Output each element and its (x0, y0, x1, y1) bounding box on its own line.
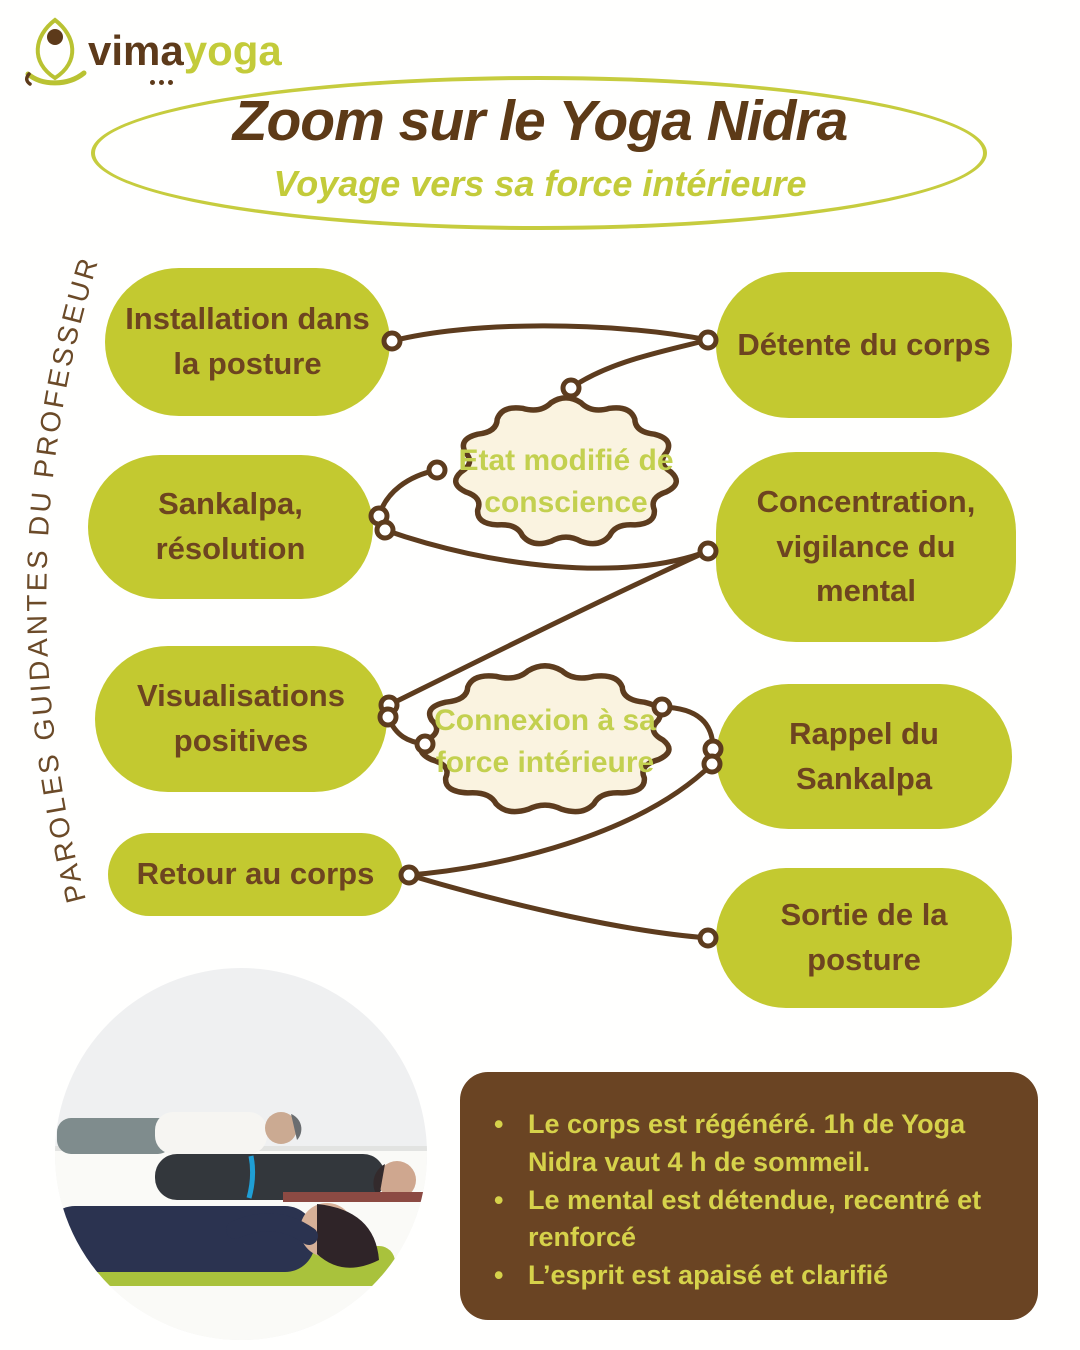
cloud-etat-label: Etat modifié de conscience (458, 444, 674, 519)
header-ellipse (91, 76, 987, 230)
connector-dot (368, 505, 390, 527)
connector-line (376, 467, 440, 519)
page-subtitle: Voyage vers sa force intérieure (273, 163, 807, 204)
node-sankalpa-resolution: Sankalpa, résolution (88, 455, 373, 599)
connector-line (389, 323, 711, 344)
logo-dots-decoration (150, 80, 155, 85)
node-label: Concentration, vigilance du mental (756, 483, 976, 609)
side-label: PAROLES GUIDANTES DU PROFESSEUR (21, 252, 101, 906)
brand-left: vima (88, 27, 184, 74)
node-label: Détente du corps (737, 326, 991, 362)
node-sortie-de-la-posture: Sortie de la posture (716, 868, 1012, 1008)
connector-dot (398, 864, 420, 886)
svg-text:PAROLES GUIDANTES DU PROFESSEU: PAROLES GUIDANTES DU PROFESSEUR (21, 252, 104, 906)
brand-name: vimayoga (88, 30, 282, 72)
connector-lines (376, 323, 716, 941)
node-visualisations-positives: Visualisations positives (95, 646, 387, 792)
bullet-icon: • (494, 1184, 504, 1215)
connector-dot (426, 459, 448, 481)
benefit-text: Le corps est régénéré. 1h de Yoga Nidra … (528, 1109, 966, 1177)
node-retour-au-corps: Retour au corps (108, 833, 403, 916)
connector-dot (560, 377, 582, 399)
connector-dot (697, 927, 719, 949)
benefit-item: • Le mental est détendue, recentré et ren… (494, 1182, 1008, 1258)
connector-dot (374, 519, 396, 541)
node-label: Rappel du Sankalpa (789, 715, 939, 796)
meditating-figure-icon (25, 17, 87, 86)
page-title: Zoom sur le Yoga Nidra (232, 89, 849, 153)
bullet-icon: • (494, 1109, 504, 1139)
node-installation-posture: Installation dans la posture (105, 268, 390, 416)
node-label: Sankalpa, résolution (155, 486, 306, 566)
photo-scene (55, 968, 427, 1340)
benefit-item: • L’esprit est apaisé et clarifié (494, 1257, 1008, 1295)
connector-line (382, 527, 711, 571)
node-rappel-du-sankalpa: Rappel du Sankalpa (716, 684, 1012, 829)
node-label: Retour au corps (136, 856, 375, 892)
cloud-connexion-label: Connexion à sa force intérieure (434, 704, 656, 779)
bullet-icon: • (494, 1260, 504, 1291)
benefit-item: • Le corps est régénéré. 1h de Yoga Nidra… (494, 1106, 1008, 1182)
benefit-text: Le mental est détendue, recentré et renf… (528, 1184, 982, 1253)
connector-line (568, 337, 711, 391)
connector-line (406, 872, 711, 941)
connector-line (386, 548, 711, 708)
connector-dot (697, 329, 719, 351)
connector-dots (368, 329, 724, 949)
benefits-list: • Le corps est régénéré. 1h de Yoga Nidra… (494, 1106, 1008, 1295)
node-concentration-vigilance: Concentration, vigilance du mental (716, 452, 1016, 642)
node-label: Sortie de la posture (780, 897, 948, 977)
connector-dot (697, 540, 719, 562)
node-label: Visualisations positives (137, 678, 345, 758)
node-detente-du-corps: Détente du corps (716, 272, 1012, 418)
yoga-class-photo (55, 968, 427, 1340)
logo: vimayoga (22, 16, 282, 86)
brand-right: yoga (183, 27, 282, 74)
benefit-text: L’esprit est apaisé et clarifié (528, 1260, 889, 1291)
node-label: Installation dans la posture (125, 301, 370, 381)
benefits-box: • Le corps est régénéré. 1h de Yoga Nidra… (460, 1072, 1038, 1320)
